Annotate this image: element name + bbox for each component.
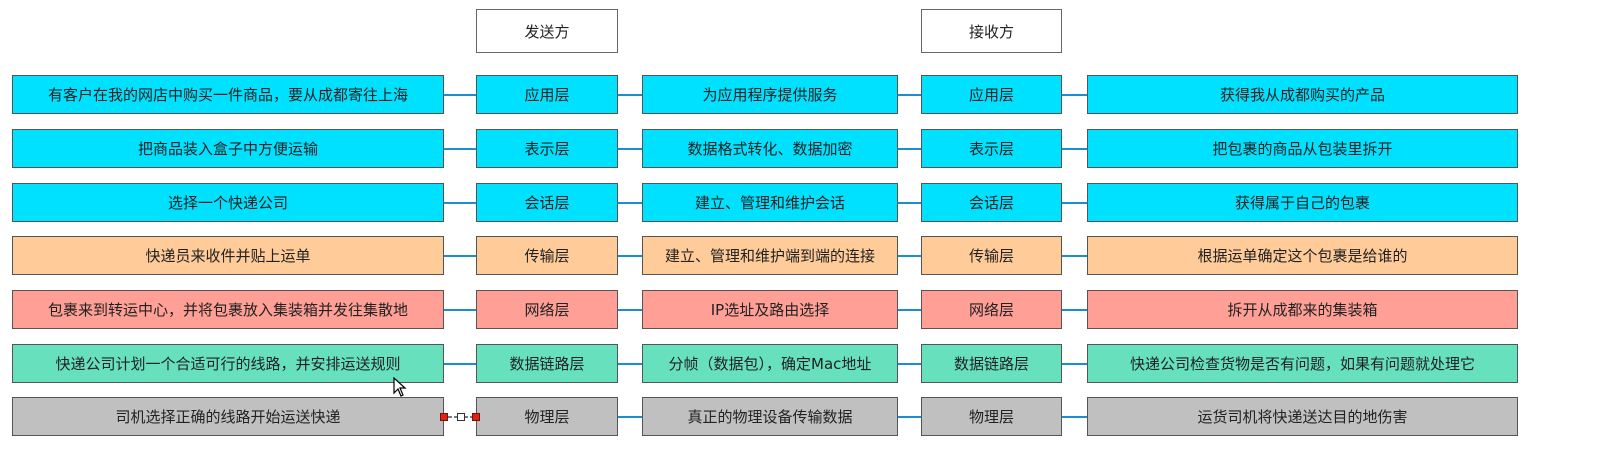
connector-line[interactable] <box>618 362 642 365</box>
connector-line[interactable] <box>618 93 642 96</box>
connector-end-handle[interactable] <box>472 412 480 421</box>
connector-line[interactable] <box>618 415 642 418</box>
connector-line[interactable] <box>1062 415 1087 418</box>
connector-line[interactable] <box>444 93 476 96</box>
layer-function[interactable]: 建立、管理和维护端到端的连接 <box>642 236 898 275</box>
connector-line[interactable] <box>898 308 921 311</box>
sender-example[interactable]: 把商品装入盒子中方便运输 <box>12 129 444 168</box>
connector-line[interactable] <box>898 147 921 150</box>
sender-layer[interactable]: 应用层 <box>476 75 618 114</box>
connector-line[interactable] <box>1062 147 1087 150</box>
sender-layer[interactable]: 数据链路层 <box>476 344 618 383</box>
layer-function[interactable]: 建立、管理和维护会话 <box>642 183 898 222</box>
connector-line[interactable] <box>444 254 476 257</box>
connector-line[interactable] <box>898 362 921 365</box>
layer-function[interactable]: IP选址及路由选择 <box>642 290 898 329</box>
layer-function[interactable]: 分帧（数据包），确定Mac地址 <box>642 344 898 383</box>
receiver-example[interactable]: 快递公司检查货物是否有问题，如果有问题就处理它 <box>1087 344 1518 383</box>
receiver-example[interactable]: 根据运单确定这个包裹是给谁的 <box>1087 236 1518 275</box>
receiver-example[interactable]: 把包裹的商品从包装里拆开 <box>1087 129 1518 168</box>
sender-example[interactable]: 有客户在我的网店中购买一件商品，要从成都寄往上海 <box>12 75 444 114</box>
receiver-header[interactable]: 接收方 <box>921 9 1062 53</box>
receiver-layer[interactable]: 物理层 <box>921 397 1062 436</box>
connector-line[interactable] <box>444 147 476 150</box>
connector-start-handle[interactable] <box>440 412 448 421</box>
receiver-layer[interactable]: 会话层 <box>921 183 1062 222</box>
connector-line[interactable] <box>898 201 921 204</box>
connector-line[interactable] <box>618 254 642 257</box>
sender-example[interactable]: 选择一个快递公司 <box>12 183 444 222</box>
connector-line[interactable] <box>1062 362 1087 365</box>
mouse-pointer-icon <box>393 377 407 397</box>
layer-function[interactable]: 数据格式转化、数据加密 <box>642 129 898 168</box>
sender-header[interactable]: 发送方 <box>476 9 618 53</box>
receiver-example[interactable]: 获得我从成都购买的产品 <box>1087 75 1518 114</box>
connector-line[interactable] <box>898 93 921 96</box>
receiver-example[interactable]: 获得属于自己的包裹 <box>1087 183 1518 222</box>
receiver-layer[interactable]: 数据链路层 <box>921 344 1062 383</box>
sender-example[interactable]: 包裹来到转运中心，并将包裹放入集装箱并发往集散地 <box>12 290 444 329</box>
receiver-layer[interactable]: 表示层 <box>921 129 1062 168</box>
connector-line[interactable] <box>1062 254 1087 257</box>
receiver-layer[interactable]: 应用层 <box>921 75 1062 114</box>
connector-line[interactable] <box>1062 93 1087 96</box>
connector-line[interactable] <box>618 308 642 311</box>
receiver-layer[interactable]: 网络层 <box>921 290 1062 329</box>
sender-example[interactable]: 快递员来收件并贴上运单 <box>12 236 444 275</box>
connector-line[interactable] <box>898 254 921 257</box>
sender-example[interactable]: 快递公司计划一个合适可行的线路，并安排运送规则 <box>12 344 444 383</box>
sender-layer[interactable]: 会话层 <box>476 183 618 222</box>
layer-function[interactable]: 为应用程序提供服务 <box>642 75 898 114</box>
sender-example[interactable]: 司机选择正确的线路开始运送快递 <box>12 397 444 436</box>
connector-line[interactable] <box>444 201 476 204</box>
connector-line[interactable] <box>898 415 921 418</box>
sender-layer[interactable]: 物理层 <box>476 397 618 436</box>
connector-line[interactable] <box>444 308 476 311</box>
receiver-example[interactable]: 运货司机将快递送达目的地伤害 <box>1087 397 1518 436</box>
connector-line[interactable] <box>1062 308 1087 311</box>
connector-line[interactable] <box>618 147 642 150</box>
connector-mid-handle[interactable] <box>457 412 465 421</box>
receiver-example[interactable]: 拆开从成都来的集装箱 <box>1087 290 1518 329</box>
sender-layer[interactable]: 网络层 <box>476 290 618 329</box>
receiver-layer[interactable]: 传输层 <box>921 236 1062 275</box>
layer-function[interactable]: 真正的物理设备传输数据 <box>642 397 898 436</box>
connector-line[interactable] <box>444 362 476 365</box>
connector-line[interactable] <box>1062 201 1087 204</box>
sender-layer[interactable]: 表示层 <box>476 129 618 168</box>
connector-line[interactable] <box>618 201 642 204</box>
sender-layer[interactable]: 传输层 <box>476 236 618 275</box>
